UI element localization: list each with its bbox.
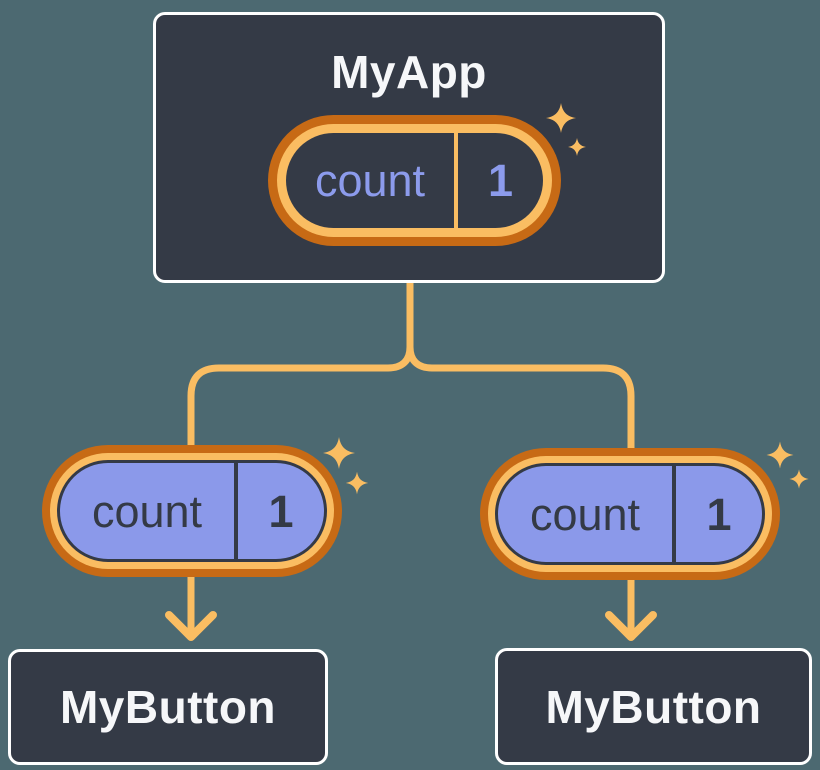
- prop-value: 1: [706, 488, 732, 540]
- prop-label: count: [529, 488, 641, 540]
- prop-pill-body: count 1: [495, 463, 765, 565]
- right-arrowhead-icon: [605, 611, 657, 641]
- child-card-left: MyButton: [8, 649, 328, 765]
- prop-pill-ring: count 1: [50, 453, 334, 569]
- prop-pill-body: count 1: [57, 460, 327, 562]
- state-value: 1: [487, 155, 514, 206]
- state-pill-divider: [454, 133, 458, 228]
- prop-pill-divider: [672, 466, 676, 562]
- child-card-right: MyButton: [495, 648, 812, 765]
- state-pill-ring: count 1: [277, 124, 552, 237]
- child-title: MyButton: [59, 681, 277, 733]
- prop-pill-ring: count 1: [488, 456, 772, 572]
- app-title: MyApp: [331, 46, 487, 98]
- left-arrowhead-icon: [165, 611, 217, 641]
- child-title: MyButton: [545, 680, 762, 733]
- prop-pill-right: count 1: [480, 448, 780, 580]
- prop-label: count: [91, 485, 203, 537]
- sparkle-icon: [766, 441, 794, 469]
- state-pill-body: count 1: [286, 133, 543, 228]
- app-card: MyApp count 1: [153, 12, 665, 283]
- app-state-pill: count 1: [268, 115, 561, 246]
- prop-value: 1: [268, 485, 294, 537]
- state-label: count: [314, 155, 426, 206]
- sparkle-icon: [323, 437, 355, 469]
- sparkle-icon: [345, 471, 369, 495]
- prop-pill-left: count 1: [42, 445, 342, 577]
- sparkle-icon: [789, 469, 809, 489]
